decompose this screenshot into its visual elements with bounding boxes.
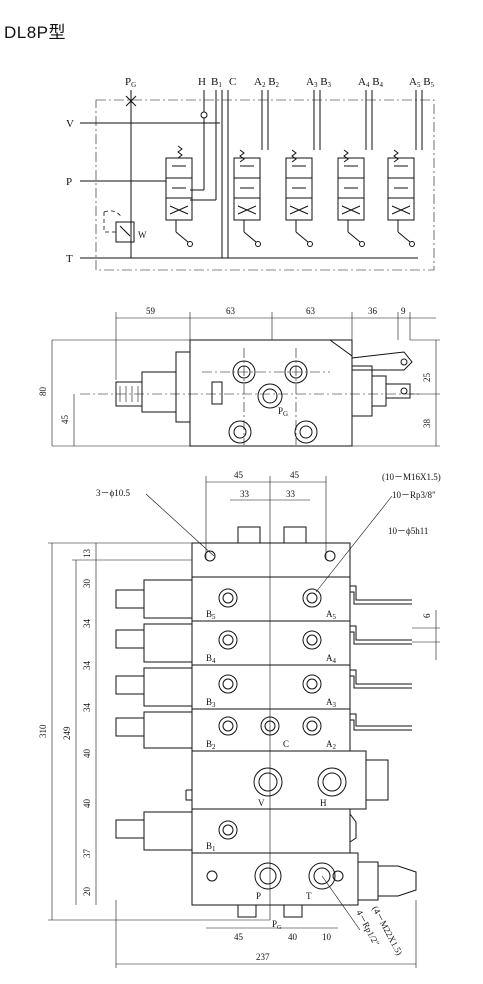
side-dim-80: 80 [38, 387, 48, 397]
label-pg-port: PG [272, 919, 282, 931]
front-dim-20: 20 [82, 887, 92, 897]
note-holes: 3－ϕ10.5 [96, 488, 130, 498]
front-dim-13: 13 [82, 549, 92, 559]
front-dim-237: 237 [256, 952, 270, 962]
port-b1-label: B1 [211, 76, 222, 89]
port-h-label: H [198, 76, 206, 88]
front-dim-45a: 45 [234, 470, 244, 480]
label-v-port: V [258, 798, 265, 808]
front-dim-249: 249 [62, 726, 72, 740]
vh-block: V H [185, 750, 389, 810]
side-dim-38: 38 [422, 419, 432, 429]
schematic-frame [95, 99, 435, 271]
label-b5: B5 [206, 609, 216, 621]
port-pg-label: PG [125, 76, 136, 89]
front-dim-40-bottom: 40 [288, 932, 298, 942]
front-dim-45b: 45 [290, 470, 300, 480]
note-thread: (10－M16X1.5) [382, 472, 441, 482]
spool-valve-4 [337, 90, 373, 247]
section-4-ports: A4 B4 [358, 76, 384, 89]
side-dim-9: 9 [401, 306, 406, 316]
spool-valve-5 [387, 90, 423, 247]
section-4: B4 A4 [115, 620, 412, 666]
front-dim-40a: 40 [82, 749, 92, 759]
side-dim-45: 45 [60, 415, 70, 425]
front-dim-45-bottom: 45 [234, 932, 244, 942]
side-dim-36: 36 [368, 306, 378, 316]
drawing-title: DL8P型 [4, 23, 67, 42]
section-2: B2 C A2 [115, 708, 412, 752]
label-b3: B3 [206, 697, 216, 709]
spool-valve-1 [165, 145, 193, 247]
section-3: B3 A3 [115, 664, 412, 710]
front-dim-10-bottom: 10 [322, 932, 332, 942]
front-dim-33a: 33 [240, 489, 250, 499]
front-dim-33b: 33 [286, 489, 296, 499]
label-c: C [283, 739, 289, 749]
front-dim-34a: 34 [82, 619, 92, 629]
front-dim-310: 310 [38, 724, 48, 738]
note-rp38: 10－Rp3/8" [392, 490, 436, 500]
label-v: V [66, 118, 74, 130]
hydraulic-schematic: V P T PG H B1 C A2 B2 A3 B3 A4 B4 A5 B5 … [66, 76, 435, 271]
label-b1: B1 [206, 841, 216, 853]
side-dim-25: 25 [422, 373, 432, 383]
side-view: 59 63 63 36 9 PG [38, 306, 440, 447]
section-3-ports: A3 B3 [306, 76, 332, 89]
side-dim-63a: 63 [226, 306, 236, 316]
side-dim-59: 59 [146, 306, 156, 316]
label-p-port: P [256, 891, 261, 901]
relief-label: W [138, 230, 147, 240]
label-h-port: H [320, 798, 327, 808]
label-b4: B4 [206, 653, 216, 665]
front-dim-30: 30 [82, 579, 92, 589]
front-dim-37: 37 [82, 849, 92, 859]
side-dim-63b: 63 [306, 306, 316, 316]
section-2-ports: A2 B2 [254, 76, 280, 89]
side-port-pg: PG [278, 406, 288, 418]
front-view: 45 45 33 33 3－ϕ10.5 (10－M16X1.5) 10－Rp3/… [38, 470, 441, 968]
label-a5: A5 [326, 609, 337, 621]
label-a4: A4 [326, 653, 337, 665]
section-5-ports: A5 B5 [409, 76, 435, 89]
label-a2: A2 [326, 739, 337, 751]
spool-valve-2 [233, 90, 269, 247]
front-dim-34b: 34 [82, 661, 92, 671]
label-b2: B2 [206, 739, 216, 751]
label-a3: A3 [326, 697, 337, 709]
section-1: B1 [115, 808, 357, 854]
spool-valve-3 [285, 90, 321, 247]
note-shaft: 10－ϕ5h11 [388, 526, 428, 536]
section-5: B5 A5 [115, 576, 412, 622]
port-c-label: C [229, 76, 236, 88]
front-dim-40b: 40 [82, 799, 92, 809]
front-dim-6: 6 [422, 613, 432, 618]
inlet-block: P T PG [191, 852, 417, 931]
label-t-port: T [306, 891, 312, 901]
front-dim-34c: 34 [82, 703, 92, 713]
label-t: T [66, 253, 73, 265]
label-p: P [66, 176, 72, 188]
